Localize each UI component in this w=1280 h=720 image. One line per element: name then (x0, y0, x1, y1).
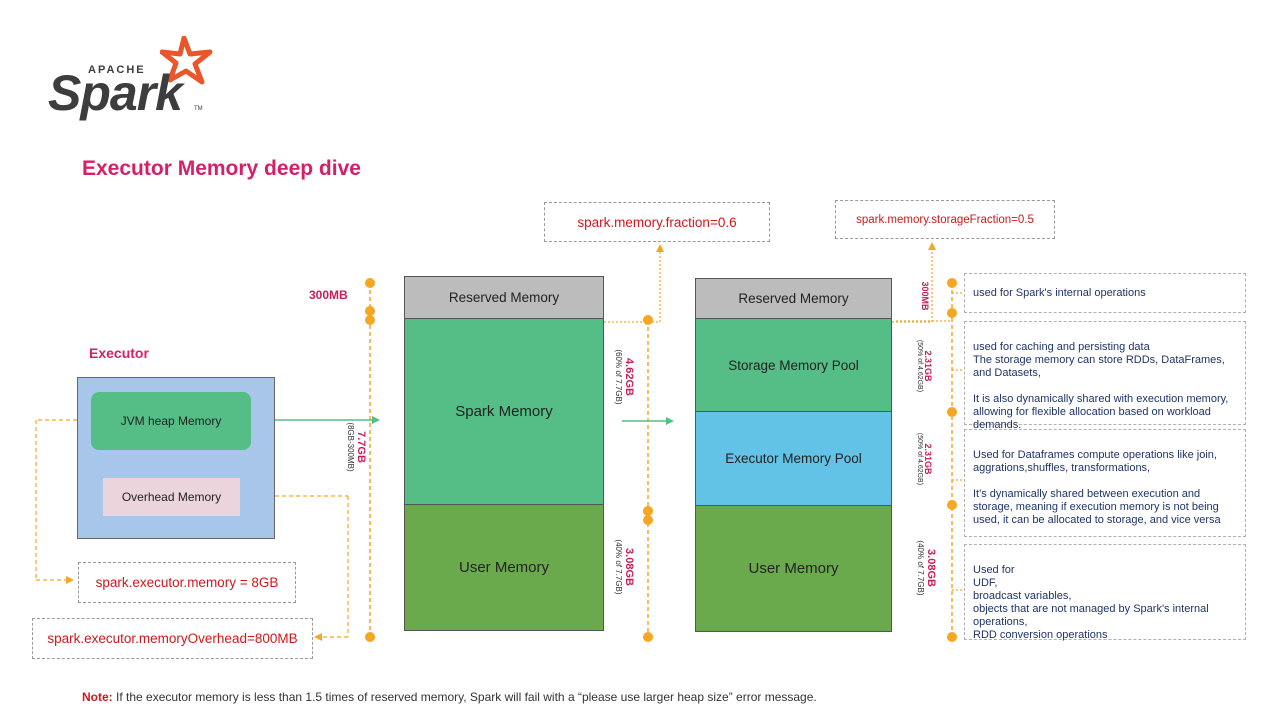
marker-dot (643, 315, 653, 325)
marker-dot (947, 500, 957, 510)
execution-size-label: 2.31GB (50% of 4.62GB) (916, 432, 933, 486)
marker-dot (365, 315, 375, 325)
marker-dot (643, 632, 653, 642)
spark-logo: APACHE Spark TM (48, 36, 218, 122)
overhead-memory-label: Overhead Memory (121, 490, 222, 504)
spark-memory-size-label: 4.62GB (60% of 7.7GB) (614, 349, 635, 405)
spark-star-icon (160, 36, 213, 85)
jvm-heap-memory-box: JVM heap Memory (91, 392, 251, 450)
logo-apache-text: APACHE (88, 64, 146, 76)
heap-size-label: 7.7GB (8GB-300MB) (346, 422, 367, 472)
note-text: If the executor memory is less than 1.5 … (112, 690, 817, 704)
marker-dot (365, 632, 375, 642)
reserved-memory-block: Reserved Memory (404, 276, 604, 319)
executor-label: Executor (89, 345, 149, 361)
memory-overhead-config: spark.executor.memoryOverhead=800MB (32, 618, 313, 659)
logo-spark-text: Spark (48, 65, 183, 121)
memory-fraction-config: spark.memory.fraction=0.6 (544, 202, 770, 242)
note-prefix: Note: (82, 690, 113, 704)
footer-note: Note: If the executor memory is less tha… (82, 690, 817, 704)
user-memory-size-label-right: 3.08GB (40% of 7.7GB) (916, 540, 937, 596)
marker-dot (947, 407, 957, 417)
execution-memory-pool-block: Executor Memory Pool (695, 411, 892, 506)
user-memory-block-right: User Memory (695, 505, 892, 632)
reserved-description: used for Spark's internal operations (964, 273, 1246, 313)
marker-dot (365, 278, 375, 288)
storage-size-label: 2.31GB (50% of 4.62GB) (916, 339, 933, 393)
logo-tm: TM (194, 106, 203, 112)
marker-dot (643, 506, 653, 516)
reserved-memory-block-right: Reserved Memory (695, 278, 892, 319)
page-title: Executor Memory deep dive (82, 157, 361, 180)
executor-memory-config: spark.executor.memory = 8GB (78, 562, 296, 603)
reserved-size-label-right: 300MB (920, 281, 930, 311)
overhead-memory-box: Overhead Memory (103, 478, 240, 516)
marker-dot (947, 308, 957, 318)
marker-dot (365, 306, 375, 316)
marker-dot (947, 278, 957, 288)
marker-dot (947, 632, 957, 642)
reserved-size-label: 300MB (309, 288, 348, 302)
marker-dot (643, 515, 653, 525)
jvm-heap-memory-label: JVM heap Memory (120, 414, 222, 428)
user-memory-block: User Memory (404, 504, 604, 631)
user-memory-size-label: 3.08GB (40% of 7.7GB) (614, 539, 635, 595)
storage-fraction-config: spark.memory.storageFraction=0.5 (835, 200, 1055, 239)
execution-description: Used for Dataframes compute operations l… (964, 429, 1246, 537)
spark-memory-block: Spark Memory (404, 318, 604, 505)
storage-description: used for caching and persisting data The… (964, 321, 1246, 431)
storage-memory-pool-block: Storage Memory Pool (695, 318, 892, 412)
user-memory-description: Used for UDF, broadcast variables, objec… (964, 544, 1246, 641)
